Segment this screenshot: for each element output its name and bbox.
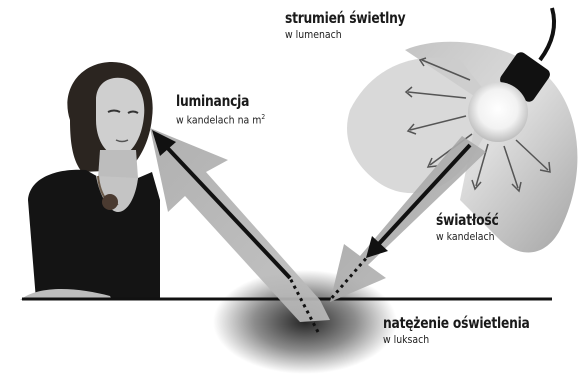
luminous-flux-unit: w lumenach: [285, 27, 410, 42]
luminance-unit: w kandelach na m2: [176, 110, 265, 128]
luminance-label: luminancja w kandelach na m2: [176, 93, 281, 128]
illuminance-title: natężenie oświetlenia: [383, 315, 530, 332]
luminous-intensity-label: światłość w kandelach: [436, 212, 512, 244]
luminance-unit-exponent: 2: [261, 113, 265, 121]
luminous-intensity-unit: w kandelach: [436, 229, 501, 244]
luminous-intensity-title: światłość: [436, 212, 498, 229]
woman-figure: [20, 62, 160, 300]
illuminance-label: natężenie oświetlenia w luksach: [383, 315, 562, 347]
illuminance-unit: w luksach: [383, 332, 535, 347]
luminous-flux-title: strumień świetlny: [285, 10, 405, 27]
luminous-flux-label: strumień świetlny w lumenach: [285, 10, 432, 42]
luminance-unit-prefix: w kandelach na m: [176, 114, 261, 127]
luminance-title: luminancja: [176, 93, 262, 110]
